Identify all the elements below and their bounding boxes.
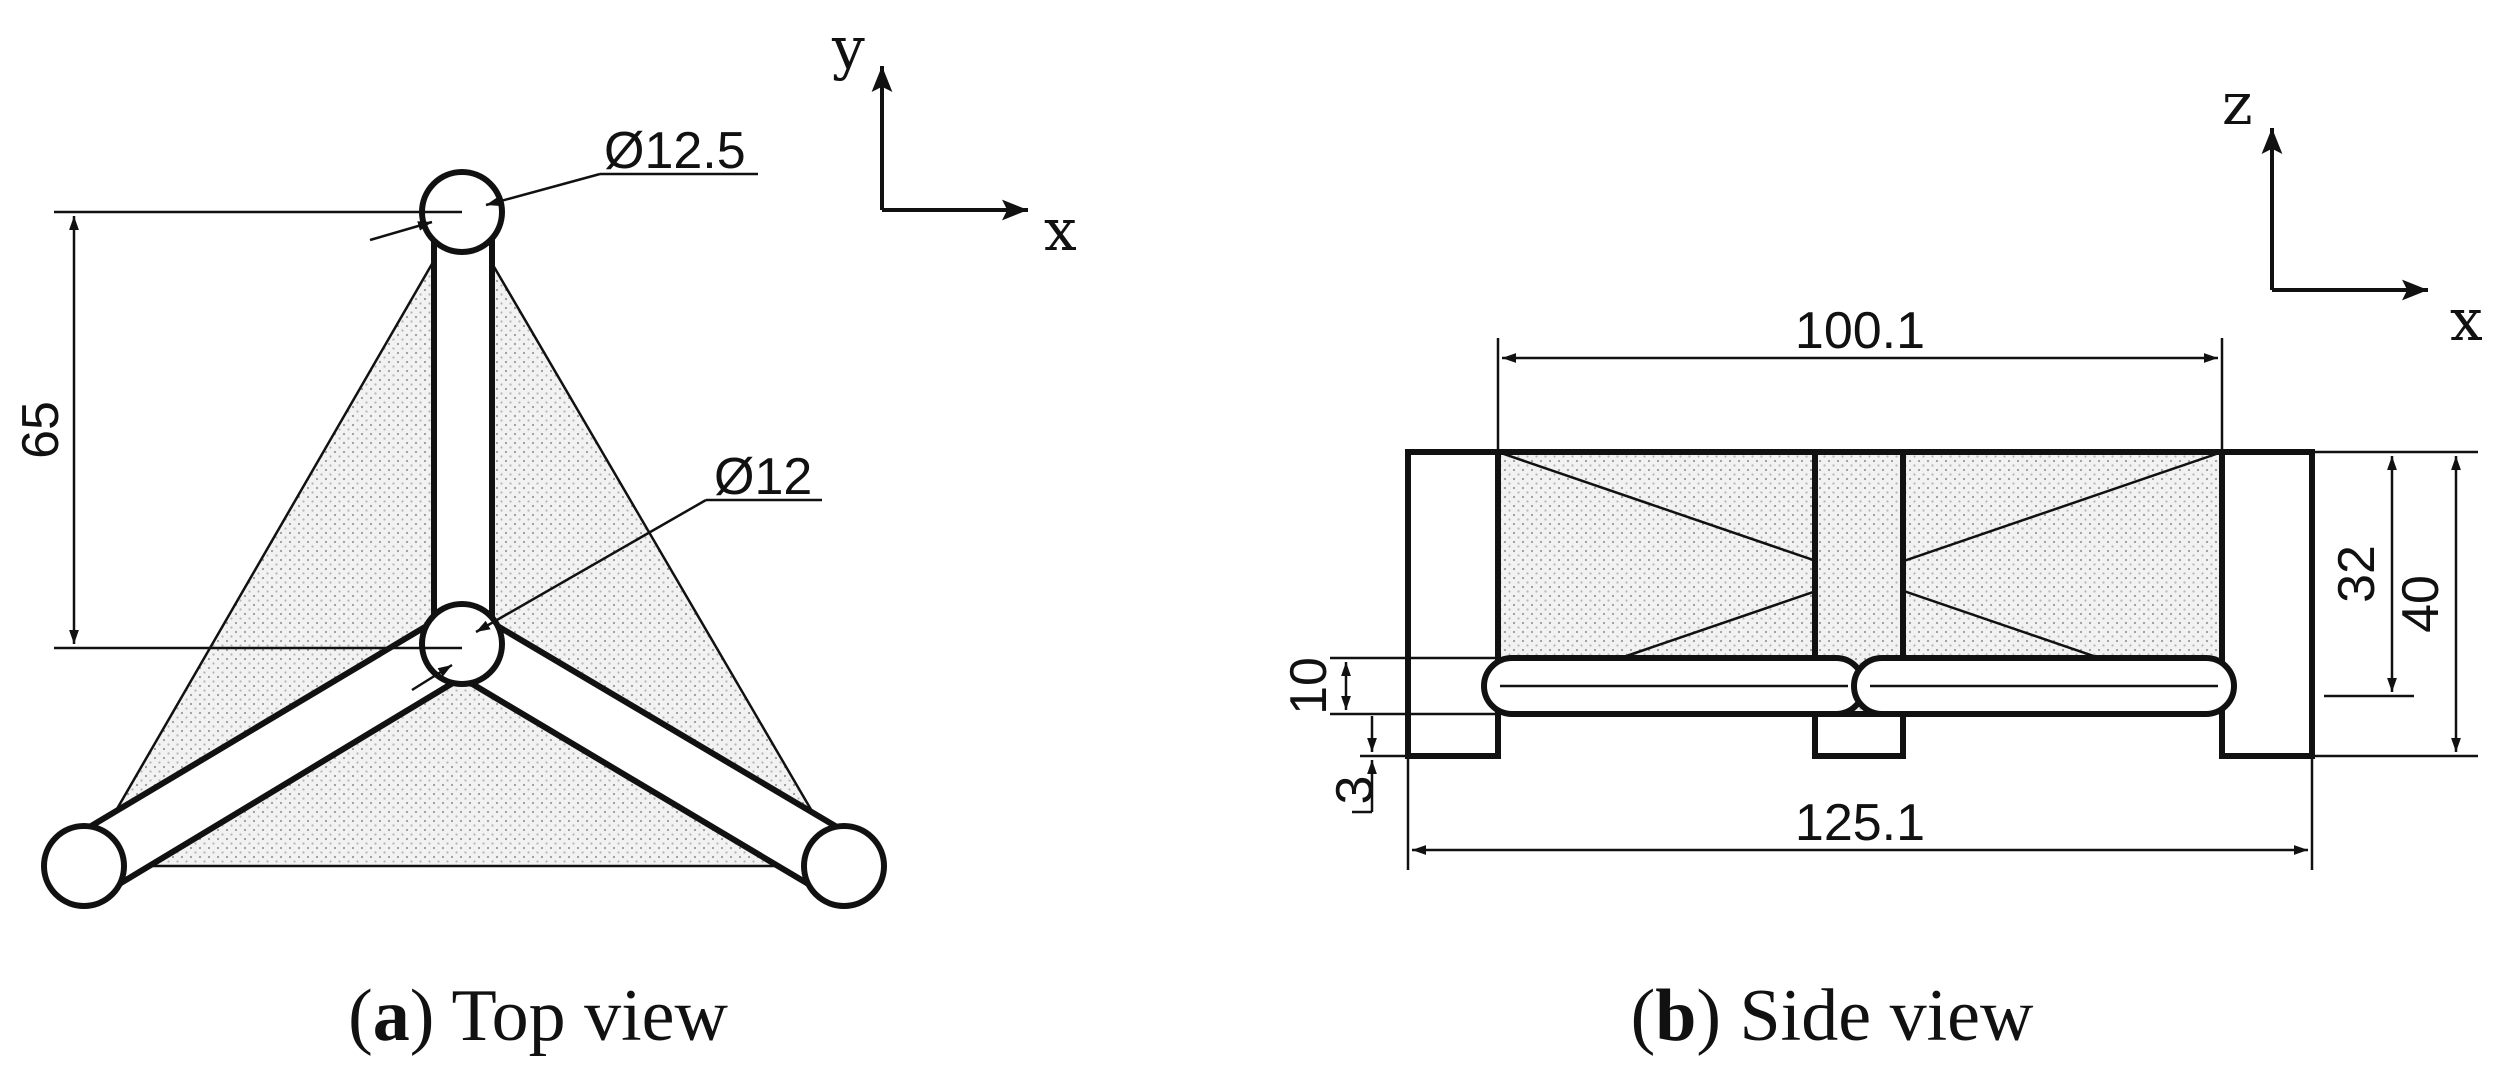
top-view-x-axis-label: x	[1044, 196, 1077, 264]
top-view-dia-center-leader	[411, 663, 453, 692]
top-view-left-node	[41, 823, 127, 909]
top-view-dia-top-leader	[369, 220, 433, 242]
side-view-caption-letter: b	[1655, 975, 1696, 1057]
side-view-caption-text: Side view	[1740, 975, 2034, 1057]
side-view-x-axis-label: x	[2450, 286, 2483, 354]
top-view-center-node	[419, 601, 505, 687]
side-view-left-wall	[1405, 449, 1501, 759]
side-view-height-10-label: 10	[1280, 657, 1338, 715]
top-view-caption-text: Top view	[452, 975, 729, 1057]
top-view-caption: (a) Top view	[348, 975, 728, 1057]
side-view-caption: (b) Side view	[1631, 975, 2034, 1057]
side-view-inner-width-label: 100.1	[1795, 302, 1925, 360]
top-view-dia-top-leader-out	[485, 172, 601, 207]
top-view-vertical-rod	[431, 209, 495, 645]
side-view-height-40-label: 40	[2392, 575, 2450, 633]
side-view-height-3-label: 3	[1326, 776, 1384, 805]
top-view-dia-center-leader-out	[475, 498, 707, 634]
top-view-caption-letter: a	[373, 975, 410, 1057]
side-view-outer-width-label: 125.1	[1795, 794, 1925, 852]
side-view-center-foot	[1812, 711, 1906, 759]
side-view: 100.1 125.1 32 40 10 3 z x (b) Side	[1280, 70, 2483, 1057]
side-view-right-wall	[2219, 449, 2315, 759]
side-view-height-32-label: 32	[2328, 545, 2386, 603]
top-view-y-axis-label: y	[831, 14, 865, 82]
top-view-height-label: 65	[12, 401, 70, 459]
top-view-right-node	[801, 823, 887, 909]
top-view-dia-center-label: Ø12	[714, 448, 812, 506]
top-view: 65 Ø12.5 Ø12 y x (a) Top view	[12, 14, 1077, 1057]
top-view-dia-top-label: Ø12.5	[604, 122, 746, 180]
side-view-z-axis-label: z	[2222, 70, 2253, 138]
